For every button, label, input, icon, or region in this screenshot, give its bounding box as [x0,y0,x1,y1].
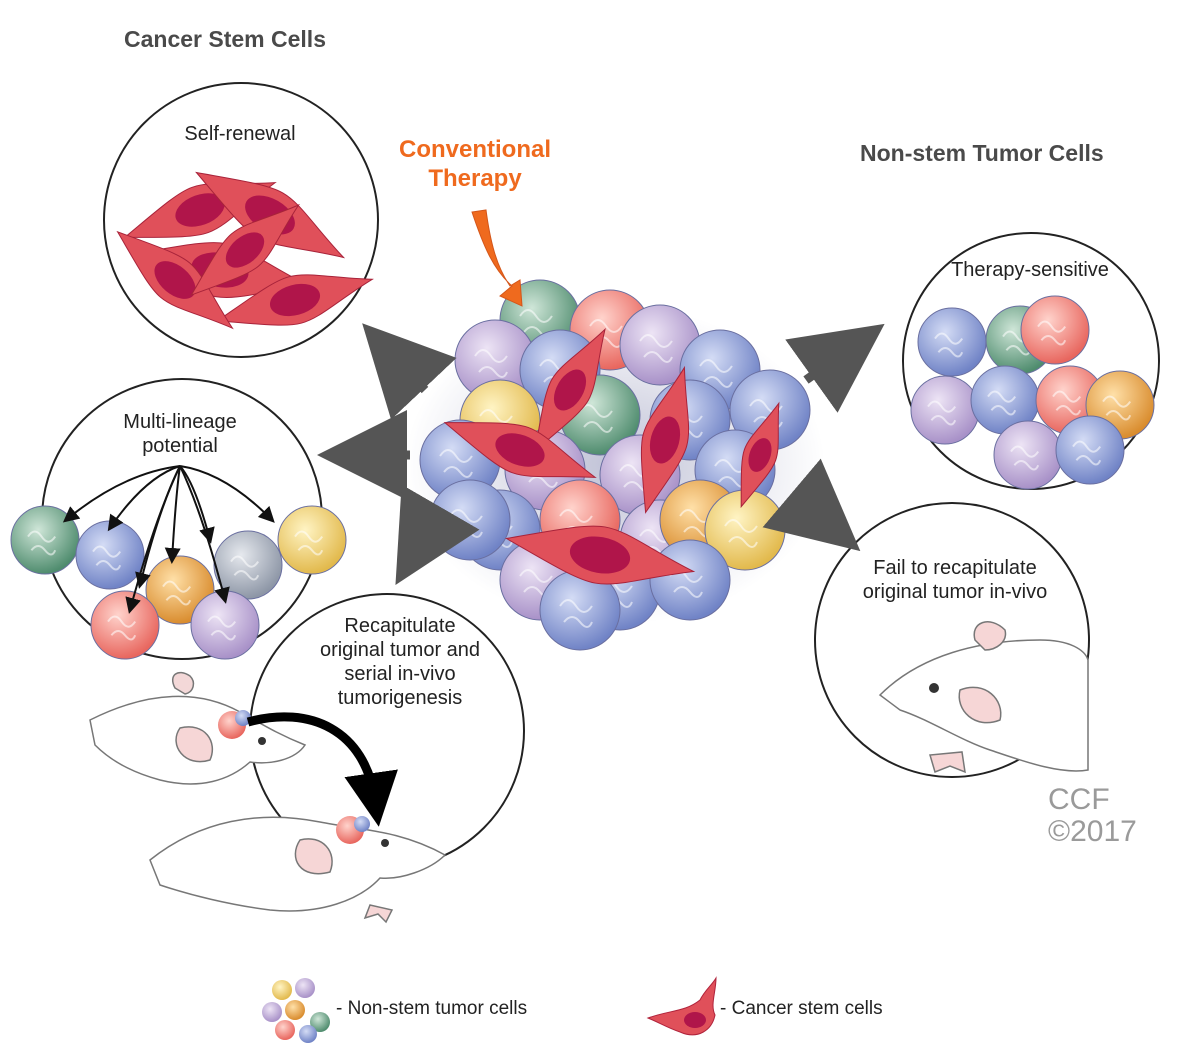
lineage-arrow [179,465,230,604]
self-renewal-stem-cells [116,171,374,330]
central-tumor-mass [419,279,811,651]
recapitulate-line-1: Recapitulate [344,615,456,637]
tumor-stem-cell [534,327,606,452]
recapitulate-line-2: original tumor and [319,639,481,661]
tumor-stem-cell [640,365,690,514]
self-renewal-stem-cell [116,230,234,330]
multi-lineage-line-1: Multi-lineage [123,411,237,433]
heading-non-stem-tumor-cells: Non-stem Tumor Cells [860,140,1104,166]
label-conventional-therapy: Conventional Therapy [370,136,580,194]
arrow-to-therapy-sensitive [785,323,885,413]
sensitive-cell [910,375,980,445]
credit-org: CCF [1048,783,1110,816]
arrow-to-self-renewal [362,323,457,420]
lineage-arrow [62,465,181,523]
arrow-to-recapitulate [395,484,480,585]
transplant-arrow [246,712,398,827]
multi-lineage-cells [10,465,347,660]
tumor-cell [539,569,621,651]
mouse-right [878,621,1089,774]
self-renewal-stem-cell [216,274,374,326]
therapy-line-1: Conventional [398,136,551,163]
tumor-cell [429,479,511,561]
lineage-cell [277,505,347,575]
tumor-cell [649,539,731,621]
lineage-cell [75,520,145,590]
credit-year: ©2017 [1048,814,1137,848]
lineage-arrow [164,465,181,564]
arrow-to-fail-recapitulate [762,458,861,552]
legend-non-stem-icon [262,978,330,1043]
lineage-arrow [125,465,181,614]
lineage-arrow [107,465,181,532]
self-renewal-stem-cell [190,203,300,296]
lineage-arrow [179,465,215,544]
heading-cancer-stem-cells: Cancer Stem Cells [124,26,326,52]
sensitive-cell [917,307,987,377]
mouse-left-bottom [149,816,447,924]
label-therapy-sensitive: Therapy-sensitive [951,259,1109,281]
lineage-cell [213,530,283,600]
therapy-line-2: Therapy [428,164,522,192]
sensitive-cell [993,420,1063,490]
lineage-cell [90,590,160,660]
lineage-arrow [179,465,275,523]
legend-stem-label: - Cancer stem cells [720,998,883,1019]
label-multi-lineage: Multi-lineage potential [70,410,290,458]
lineage-cell [190,590,260,660]
tumor-stem-cell [443,422,597,478]
credit: CCF ©2017 [1048,784,1168,847]
sensitive-cell [970,365,1040,435]
multi-lineage-line-2: potential [142,435,218,457]
label-fail-recapitulate: Fail to recapitulate original tumor in-v… [830,556,1080,604]
legend-non-stem-label: - Non-stem tumor cells [336,998,528,1019]
therapy-sensitive-cells [910,295,1155,490]
fail-line-1: Fail to recapitulate [873,557,1037,579]
label-recapitulate: Recapitulate original tumor and serial i… [280,614,520,710]
mouse-left-top [89,671,307,785]
recapitulate-line-3: serial in-vivo [344,663,456,685]
sensitive-cell [1055,415,1125,485]
legend-stem-icon [646,976,717,1036]
fail-line-2: original tumor in-vivo [862,581,1048,603]
label-self-renewal: Self-renewal [184,123,296,145]
therapy-arrow [471,209,523,307]
sensitive-cell [1020,295,1090,365]
recapitulate-line-4: tumorigenesis [337,687,463,709]
tumor-stem-cell [504,525,696,585]
lineage-cell [10,505,80,575]
